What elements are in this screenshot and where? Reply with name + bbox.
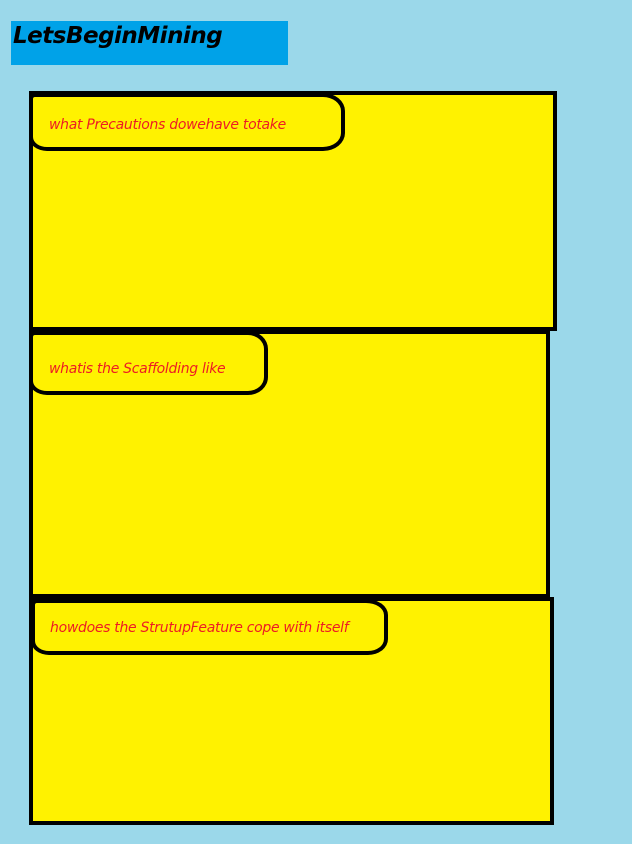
page-title: LetsBeginMining (13, 23, 223, 49)
question-tab-strutup-feature (31, 599, 388, 655)
question-label-precautions: what Precautions dowehave totake (49, 117, 286, 133)
question-tab-precautions (29, 93, 345, 151)
question-label-strutup-feature: howdoes the StrutupFeature cope with its… (50, 620, 349, 636)
question-tab-scaffolding (29, 331, 268, 395)
title-banner: LetsBeginMining (11, 21, 288, 65)
question-label-scaffolding: whatis the Scaffolding like (49, 361, 226, 377)
